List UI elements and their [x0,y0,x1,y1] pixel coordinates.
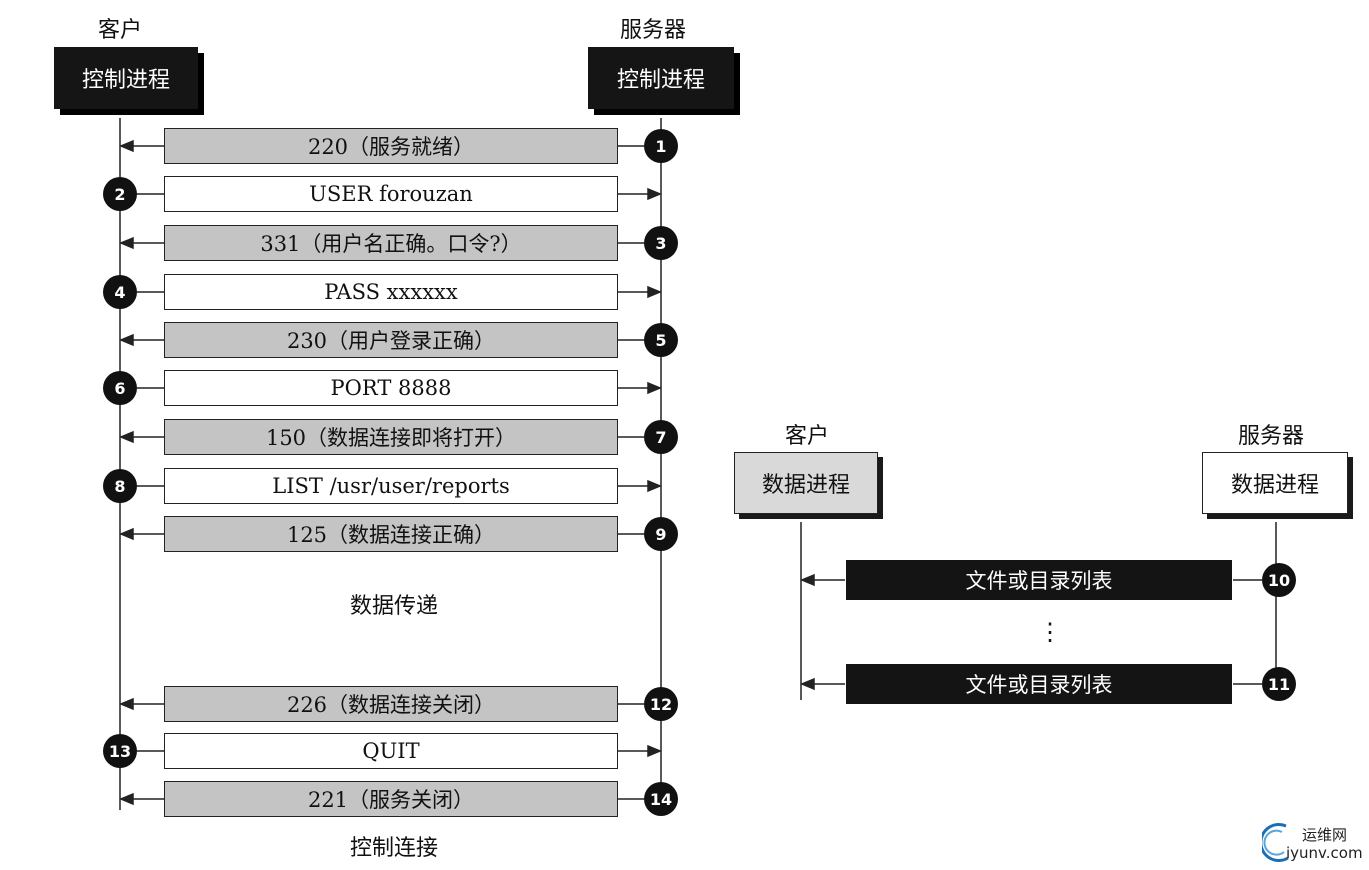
iyunv-logo-icon [1262,823,1289,862]
client-label: 客户 [98,18,143,43]
arrow-head [647,381,662,395]
control-message: 125（数据连接正确） [164,516,618,552]
arrow-head [647,285,662,299]
data-message: 文件或目录列表 [846,664,1232,704]
client-control-process: 控制进程 [54,47,198,109]
step-number-badge: 3 [644,226,678,260]
data-client-label: 客户 [785,424,830,449]
control-message: 150（数据连接即将打开） [164,419,618,455]
step-number-badge: 8 [103,469,137,503]
arrow-head [647,187,662,201]
server-data-process: 数据进程 [1202,452,1348,514]
step-number-badge: 9 [644,517,678,551]
arrow-head [647,479,662,493]
data-server-label: 服务器 [1238,424,1305,449]
watermark-line1: 运维网 [1302,826,1348,844]
control-message: QUIT [164,733,618,769]
step-number-badge: 13 [103,734,137,768]
arrow-head [119,430,134,444]
arrow-head [119,792,134,806]
control-message: 331（用户名正确。口令?） [164,225,618,261]
step-number-badge: 1 [644,129,678,163]
arrow-head [647,744,662,758]
control-message: PORT 8888 [164,370,618,406]
step-number-badge: 2 [103,177,137,211]
step-number-badge: 14 [644,782,678,816]
step-number-badge: 5 [644,323,678,357]
control-message: LIST /usr/user/reports [164,468,618,504]
watermark-line2: iyunv.com [1286,844,1363,862]
control-connection-label: 控制连接 [350,836,439,861]
control-message: 226（数据连接关闭） [164,686,618,722]
control-message: USER forouzan [164,176,618,212]
control-message: 221（服务关闭） [164,781,618,817]
step-number-badge: 12 [644,687,678,721]
control-message: PASS xxxxxx [164,274,618,310]
step-number-badge: 10 [1262,563,1296,597]
control-message: 230（用户登录正确） [164,322,618,358]
arrow-head [800,573,815,587]
ellipsis: ⋮ [1038,618,1062,646]
arrow-head [119,527,134,541]
arrow-head [119,236,134,250]
data-message: 文件或目录列表 [846,560,1232,600]
step-number-badge: 4 [103,275,137,309]
arrow-head [119,697,134,711]
step-number-badge: 11 [1262,667,1296,701]
step-number-badge: 6 [103,371,137,405]
arrow-head [119,333,134,347]
step-number-badge: 7 [644,420,678,454]
arrow-head [119,139,134,153]
server-control-process: 控制进程 [588,47,734,109]
server-label: 服务器 [620,18,687,43]
data-transfer-label: 数据传递 [350,594,439,619]
control-message: 220（服务就绪） [164,128,618,164]
arrow-head [800,677,815,691]
client-data-process: 数据进程 [734,452,878,514]
